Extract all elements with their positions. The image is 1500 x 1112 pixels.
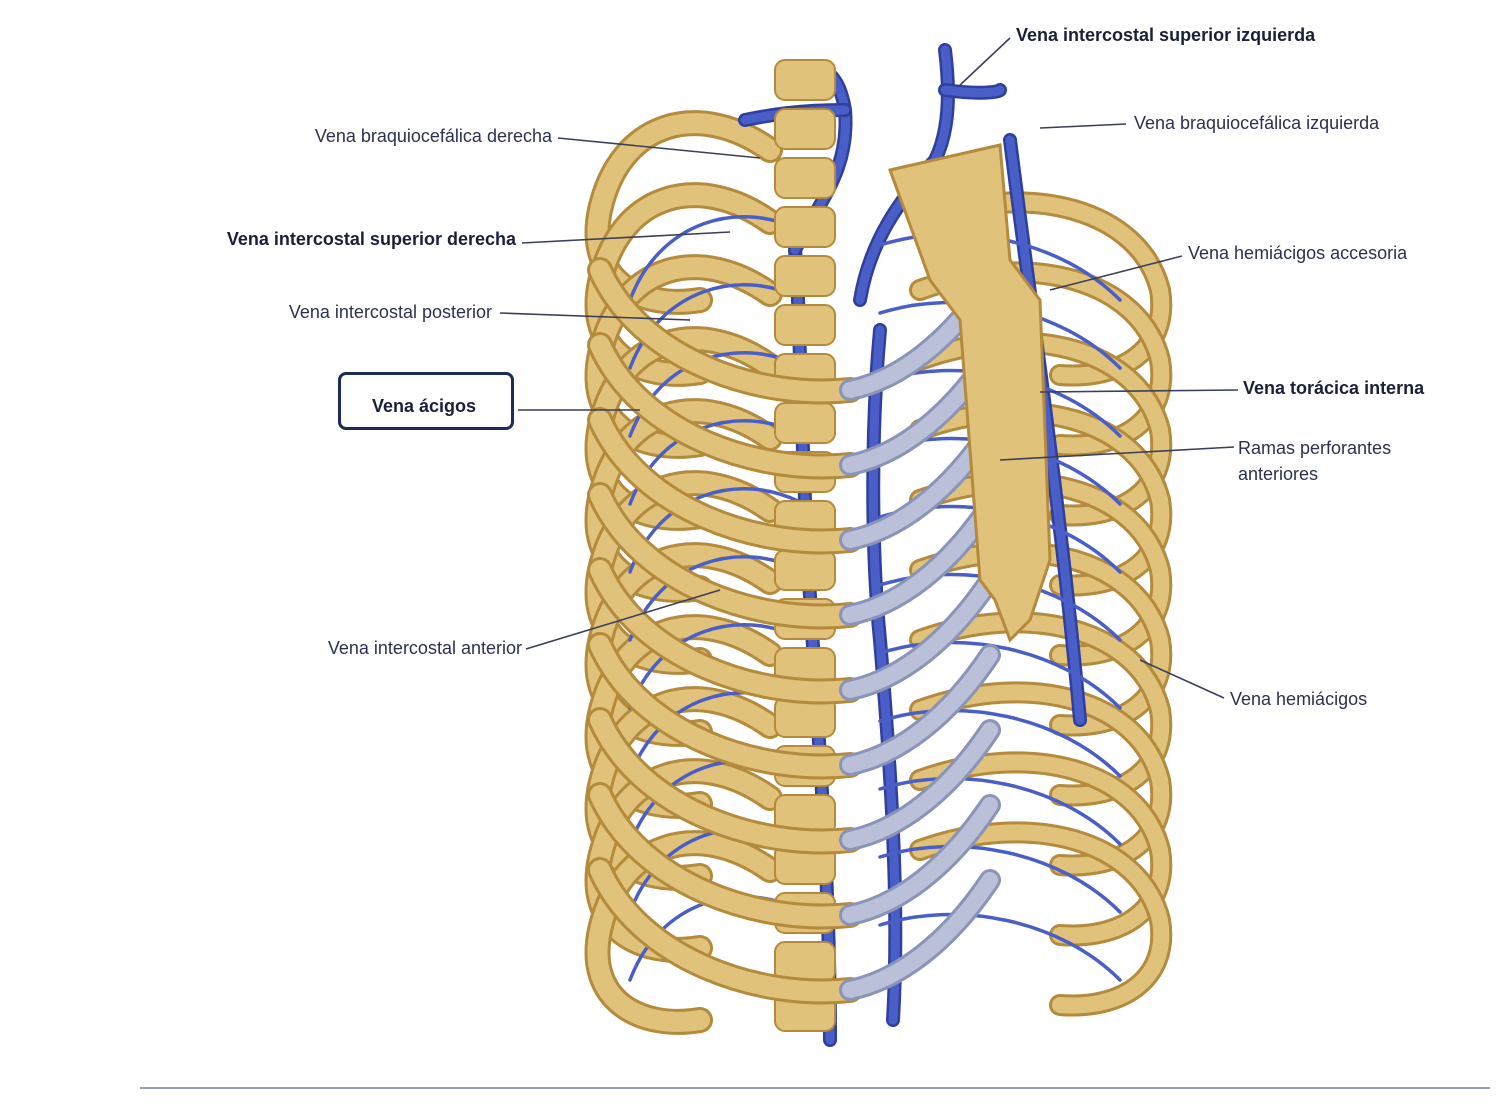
vertebra [774, 59, 836, 101]
vertebra [774, 255, 836, 297]
leader-line [999, 446, 1235, 461]
rib-front [590, 860, 860, 1002]
rib-left [912, 824, 1170, 1014]
rib-back [587, 833, 780, 1032]
vein-trunk [940, 85, 1005, 98]
vertebra [774, 206, 836, 248]
vertebra [774, 108, 836, 150]
sternum [888, 143, 1052, 643]
leader-line [1049, 255, 1183, 291]
rib-front [590, 785, 860, 927]
vein-intercostal-left [878, 912, 1122, 982]
costal-cartilage [842, 872, 998, 998]
rib-front [590, 485, 860, 627]
leader-line [557, 137, 761, 159]
leader-line [1039, 389, 1239, 393]
costal-cartilage [842, 572, 998, 698]
leader-line [1139, 659, 1225, 699]
highlight-box-acigos [338, 372, 514, 430]
vertebra [774, 402, 836, 444]
rib-left [912, 754, 1170, 944]
vein-intercostal-left [878, 844, 1122, 914]
vein-intercostal-left [878, 640, 1122, 710]
label-ramas-perforantes-anteriores: Ramas perforantes anteriores [1238, 438, 1392, 484]
costal-cartilage [842, 647, 998, 773]
rib-front [590, 710, 860, 852]
label-vena-intercostal-posterior: Vena intercostal posterior [288, 302, 492, 322]
leader-line [521, 231, 731, 244]
leader-line [499, 312, 691, 321]
vein-intercostal-left [878, 776, 1122, 846]
sternum-body [888, 143, 1052, 643]
label-vena-hemiacigos-accesoria: Vena hemiácigos accesoria [1188, 243, 1408, 263]
label-vena-intercostal-superior-izquierda: Vena intercostal superior izquierda [1016, 25, 1316, 45]
vein-intercostal-left [878, 708, 1122, 778]
vertebra [774, 157, 836, 199]
label-vena-braquiocefalica-izquierda: Vena braquiocefálica izquierda [1134, 113, 1380, 133]
leader-line [525, 589, 721, 650]
rib-front [590, 560, 860, 702]
leader-line [1039, 123, 1127, 129]
label-vena-braquiocefalica-derecha: Vena braquiocefálica derecha [314, 126, 552, 146]
label-vena-intercostal-anterior: Vena intercostal anterior [327, 638, 522, 658]
leader-lines [499, 37, 1239, 699]
rib-front [590, 335, 860, 477]
costal-cartilage [842, 722, 998, 848]
label-vena-intercostal-superior-derecha: Vena intercostal superior derecha [226, 229, 516, 249]
costal-cartilage [842, 797, 998, 923]
rib-front [590, 635, 860, 777]
rib-front [590, 260, 860, 402]
vertebra [774, 304, 836, 346]
vertebra [774, 549, 836, 591]
leader-line [959, 37, 1011, 86]
label-vena-acigos: Vena ácigos [372, 396, 477, 416]
rib-front [590, 410, 860, 552]
label-vena-toracica-interna: Vena torácica interna [1243, 378, 1425, 398]
label-vena-hemiacigos: Vena hemiácigos [1230, 689, 1368, 709]
